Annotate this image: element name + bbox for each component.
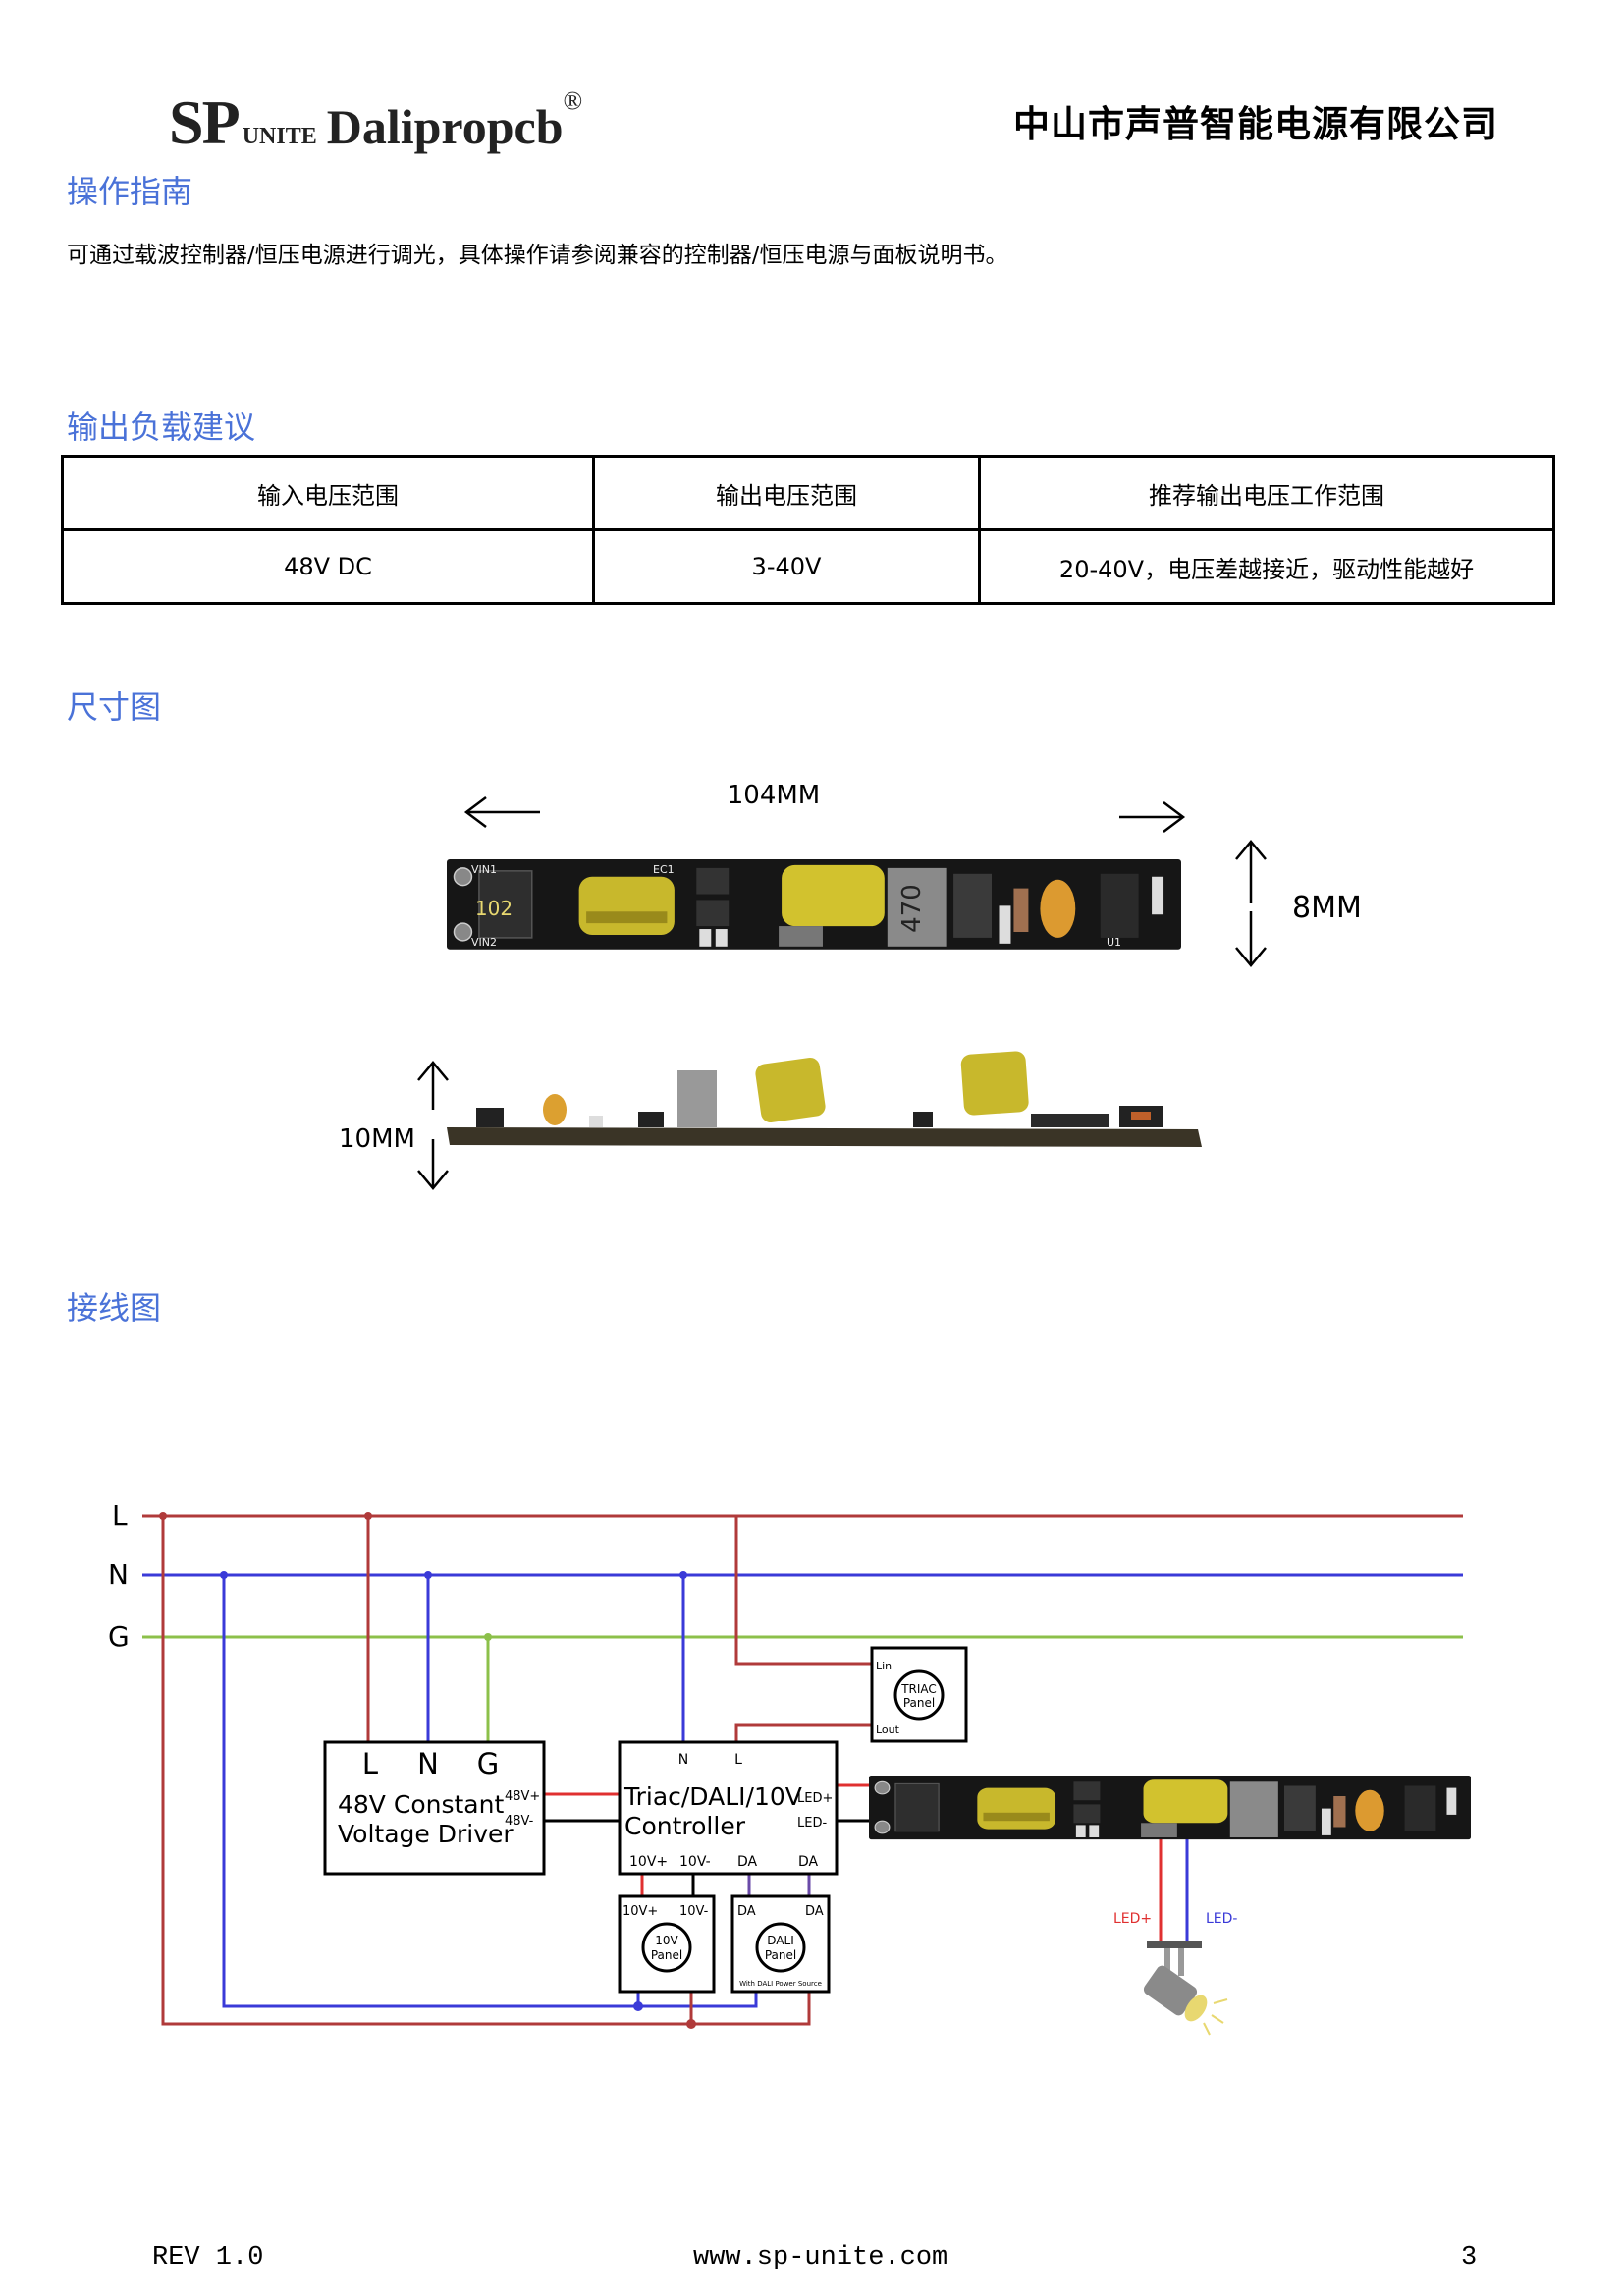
wire-n-return	[222, 1575, 758, 2008]
panel-10v-name: 10V	[655, 1934, 678, 1947]
controller-l: L	[734, 1752, 742, 1768]
dali-power-note: With DALI Power Source	[739, 1980, 822, 1988]
triac-lout: Lout	[876, 1723, 900, 1736]
pcb-label: U1	[1107, 936, 1121, 949]
height-label: 10MM	[339, 1124, 415, 1154]
spotlight-icon	[1143, 1941, 1228, 2036]
line-label-n: N	[108, 1558, 129, 1591]
wire-l-return	[161, 1516, 811, 2026]
panel-10v-minus: 10V-	[679, 1904, 709, 1919]
table-row: 48V DC 3-40V 20-40V，电压差越接近，驱动性能越好	[61, 528, 1555, 605]
driver-terminal-l: L	[362, 1747, 378, 1780]
triac-panel-name: Panel	[903, 1696, 935, 1710]
driver-48v-plus: 48V+	[505, 1789, 540, 1804]
driver-terminal-g: G	[477, 1747, 499, 1780]
footer-url[interactable]: www.sp-unite.com	[693, 2243, 948, 2272]
operation-text: 可通过载波控制器/恒压电源进行调光，具体操作请参阅兼容的控制器/恒压电源与面板说…	[67, 243, 1008, 268]
controller-title: Controller	[624, 1812, 746, 1840]
line-label-l: L	[112, 1500, 128, 1532]
arrow-right-icon	[1119, 801, 1186, 833]
controller-led-minus: LED-	[797, 1816, 827, 1831]
constant-voltage-driver: L N G 48V Constant Voltage Driver 48V+ 4…	[323, 1740, 546, 1876]
dali-panel-name: Panel	[765, 1948, 796, 1962]
controller-da: DA	[737, 1854, 758, 1870]
table-cell: 48V DC	[61, 528, 595, 605]
driver-terminal-n: N	[417, 1747, 439, 1780]
driver-title: 48V Constant	[338, 1790, 504, 1819]
triac-dali-10v-controller: N L Triac/DALI/10V Controller LED+ LED- …	[618, 1740, 839, 1876]
panel-10v-name: Panel	[651, 1948, 682, 1962]
section-title-operation: 操作指南	[67, 173, 193, 210]
pcb-label: 470	[897, 884, 927, 933]
panel-10v-plus: 10V+	[622, 1904, 658, 1919]
dali-da: DA	[737, 1904, 756, 1919]
pcb-label: VIN1	[471, 863, 497, 876]
length-label: 104MM	[728, 781, 821, 810]
width-label: 8MM	[1292, 891, 1362, 925]
arrow-vertical-icon	[1235, 840, 1267, 967]
controller-led-plus: LED+	[797, 1791, 833, 1806]
table-header-row: 输入电压范围 输出电压范围 推荐输出电压工作范围	[61, 455, 1555, 531]
pcb-module-photo	[868, 1775, 1472, 1840]
line-label-g: G	[108, 1620, 130, 1653]
company-name: 中山市声普智能电源有限公司	[1013, 103, 1498, 145]
dali-da: DA	[805, 1904, 824, 1919]
led-plus-label: LED+	[1113, 1911, 1152, 1927]
table-header: 输出电压范围	[592, 455, 981, 531]
triac-lin: Lin	[876, 1660, 892, 1672]
arrow-left-icon	[463, 796, 540, 828]
led-minus-label: LED-	[1206, 1911, 1237, 1927]
junction-dots	[159, 1512, 696, 2029]
dali-panel: DA DA DALI Panel With DALI Power Source	[730, 1894, 831, 1994]
controller-10v-plus: 10V+	[629, 1854, 668, 1870]
wiring-lines	[142, 1514, 1463, 2026]
controller-10v-minus: 10V-	[679, 1854, 711, 1870]
table-cell: 20-40V，电压差越接近，驱动性能越好	[978, 528, 1555, 605]
arrow-height-icon	[417, 1061, 449, 1190]
footer-page-number: 3	[1461, 2243, 1478, 2272]
section-title-wiring: 接线图	[67, 1289, 162, 1327]
table-header: 输入电压范围	[61, 455, 595, 531]
pcb-label: 102	[475, 897, 513, 920]
logo-sp: SP	[169, 87, 241, 157]
controller-da: DA	[798, 1854, 819, 1870]
load-table: 输入电压范围 输出电压范围 推荐输出电压工作范围 48V DC 3-40V 20…	[61, 455, 1555, 605]
table-cell: 3-40V	[592, 528, 981, 605]
table-header: 推荐输出电压工作范围	[978, 455, 1555, 531]
section-title-dimensions: 尺寸图	[67, 688, 162, 726]
controller-title: Triac/DALI/10V	[623, 1782, 802, 1811]
10v-panel: 10V+ 10V- 10V Panel	[618, 1894, 716, 1994]
driver-48v-minus: 48V-	[505, 1814, 534, 1829]
dali-panel-name: DALI	[767, 1934, 793, 1947]
pcb-side-view-photo	[447, 1051, 1202, 1147]
logo-registered: ®	[563, 86, 583, 115]
controller-n: N	[678, 1752, 688, 1768]
pcb-top-view-photo	[446, 858, 1182, 951]
logo-unite: UNITE	[242, 124, 317, 149]
triac-panel: Lin Lout TRIAC Panel	[870, 1646, 968, 1743]
driver-title: Voltage Driver	[338, 1820, 514, 1848]
logo-brand: Dalipropcb	[326, 99, 564, 154]
pcb-label: VIN2	[471, 936, 497, 949]
triac-panel-name: TRIAC	[900, 1682, 937, 1696]
pcb-label: EC1	[653, 863, 675, 876]
section-title-load: 输出负载建议	[67, 409, 256, 446]
footer-revision: REV 1.0	[152, 2243, 264, 2272]
